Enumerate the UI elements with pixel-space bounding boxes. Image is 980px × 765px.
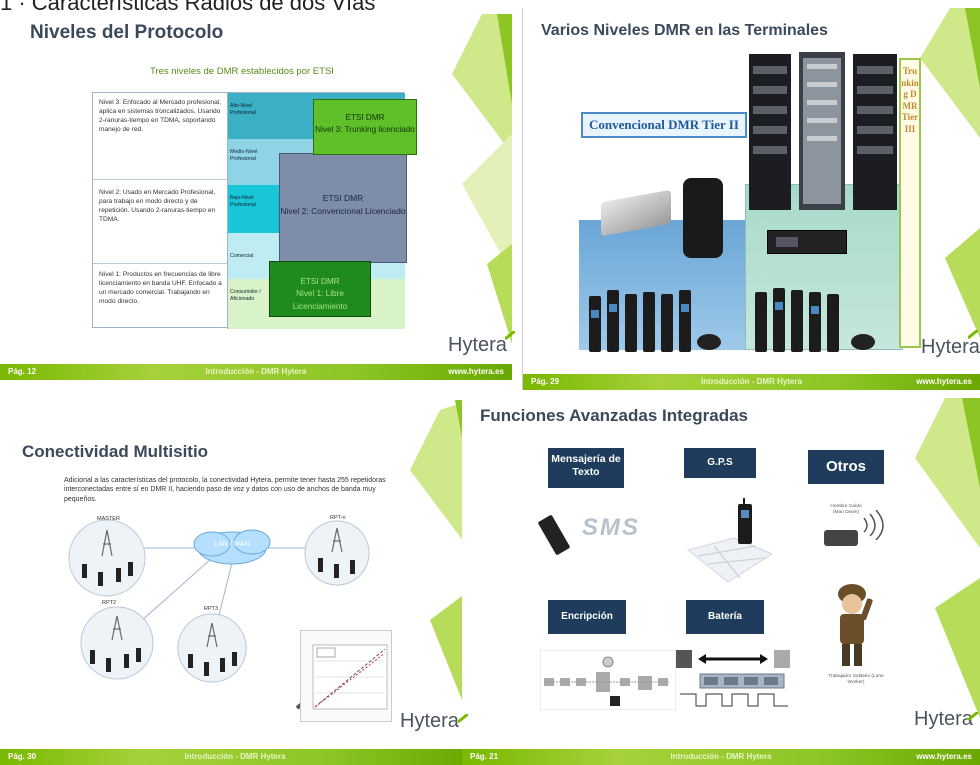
slide-footer: Pág. 21 Introducción - DMR Hytera www.hy… [462, 749, 980, 765]
slide-body: Adicional a las características del prot… [64, 477, 386, 503]
feature-gps-button: G.P.S [684, 448, 756, 478]
site-label: RPT3 [204, 606, 219, 612]
repeater-image [767, 230, 847, 254]
box-line: Nivel 3: Trunking licenciado [315, 125, 415, 135]
sms-illustration: SMS [537, 502, 662, 560]
slide-footer: Pág. 12 Introducción - DMR Hytera www.hy… [0, 364, 512, 380]
footer-url: www.hytera.es [916, 377, 972, 386]
box-line: Nivel 1: Libre Licenciamiento [292, 289, 348, 311]
footer-url: www.hytera.es [448, 367, 504, 376]
etsi-level2-box: ETSI DMR Nivel 2: Convencional Licenciad… [279, 153, 407, 263]
hytera-logo-mark [505, 331, 515, 341]
slide-subtitle: Tres niveles de DMR establecidos por ETS… [150, 66, 334, 77]
protocol-diagram: Nivel 3: Enfocado al Mercado profesional… [92, 92, 417, 329]
slide-conectividad-multisitio: Conectividad Multisitio Adicional a las … [0, 390, 470, 765]
trunking-area [745, 184, 903, 350]
multisite-network-diagram [68, 519, 370, 710]
page-number: Pág. 30 [8, 752, 37, 761]
feature-encryption-button: Encripción [548, 600, 626, 634]
divider [93, 263, 227, 264]
tier-label: Alto-Nivel Profesional [230, 103, 256, 116]
hytera-logo-mark [458, 714, 468, 724]
slide-footer: Pág. 29 Introducción - DMR Hytera www.hy… [523, 374, 980, 390]
hytera-logo: Hytera [400, 710, 459, 732]
signal-waves-icon [863, 510, 884, 540]
feature-sms-button: Mensajería de Texto [548, 448, 624, 488]
slide-title: Varios Niveles DMR en las Terminales [541, 22, 828, 39]
hytera-logo-mark [968, 712, 978, 722]
site-label: RPT-n [330, 515, 346, 521]
green-swoosh-decoration [410, 400, 470, 720]
backpack-radio-image [683, 178, 723, 258]
etsi-level1-box: ETSI DMR Nivel 1: Libre Licenciamiento [269, 261, 371, 317]
divider [227, 93, 228, 329]
level3-description: Nivel 3: Enfocado al Mercado profesional… [99, 99, 222, 133]
conventional-label: Convencional DMR Tier II [581, 112, 747, 138]
box-line: Nivel 2: Convencional Licenciado [280, 205, 406, 216]
feature-battery-button: Batería [686, 600, 764, 634]
footer-center: Introducción - DMR Hytera [205, 367, 307, 376]
site-label: RPT2 [102, 600, 117, 606]
divider [93, 179, 227, 180]
level1-description: Nivel 1: Productos en frecuencias de lib… [99, 271, 222, 305]
hytera-logo-mark [968, 330, 978, 340]
site-label: MASTER [97, 516, 120, 522]
box-line: ETSI DMR [345, 113, 385, 122]
lone-worker-figure [838, 584, 873, 666]
slide-varios-niveles: Varios Niveles DMR en las Terminales Con… [522, 8, 980, 390]
hytera-logo: Hytera [448, 334, 507, 356]
page-number: Pág. 12 [8, 367, 37, 376]
etsi-level3-box: ETSI DMR Nivel 3: Trunking licenciado [313, 99, 417, 155]
tier-label: Comercial [230, 253, 254, 259]
tier-label: Medio-Nivel Profesional [230, 149, 258, 162]
page-number: Pág. 29 [531, 377, 560, 386]
slide-title: Funciones Avanzadas Integradas [480, 406, 748, 425]
footer-url: www.hytera.es [916, 752, 972, 761]
encryption-flow-illustration [540, 650, 676, 710]
tier-label: Bajo-Nivel Profesional [230, 195, 256, 208]
slide-funciones-avanzadas: Funciones Avanzadas Integradas Mensajerí… [462, 398, 980, 765]
page-number: Pág. 21 [470, 752, 499, 761]
cloud-label: LAN / WAN [214, 541, 250, 548]
box-line: ETSI DMR [322, 193, 364, 203]
hytera-logo: Hytera [914, 708, 973, 730]
box-line: ETSI DMR [300, 277, 340, 286]
slide-footer: Pág. 30 Introducción - DMR Hytera [0, 749, 470, 765]
gps-map-illustration [686, 498, 774, 583]
handheld-radio-icon [537, 514, 571, 556]
green-swoosh-decoration [452, 14, 512, 344]
footer-center: Introducción - DMR Hytera [701, 377, 802, 386]
tier-label: Consumidor / Aficionado [230, 289, 261, 302]
lone-worker-label: Trabajador Solitario (Lone Worker) [828, 674, 884, 686]
footer-center: Introducción - DMR Hytera [670, 752, 772, 761]
trunking-label: Trunking DMR Tier III [899, 58, 921, 348]
battery-illustration [676, 650, 790, 707]
slide-title: Niveles del Protocolo [30, 22, 224, 43]
sms-text: SMS [582, 514, 641, 541]
chart-thumbnail-graphic [312, 644, 388, 710]
footer-center: Introducción - DMR Hytera [184, 752, 286, 761]
feature-otros-button: Otros [808, 450, 884, 484]
man-down-device-icon [824, 530, 858, 546]
handheld-radios-image [589, 288, 875, 352]
top-cut-caption: 1 · Características Radios de dos Vías [0, 0, 376, 15]
bandwidth-chart-thumbnail [300, 630, 392, 722]
man-down-label: Hombre Caído (Man Down) [830, 504, 862, 516]
slide-niveles-protocolo: Niveles del Protocolo Tres niveles de DM… [0, 14, 512, 380]
level2-description: Nivel 2: Usado en Mercado Profesional, p… [99, 189, 216, 223]
slide-title: Conectividad Multisitio [22, 442, 209, 461]
server-racks-image [749, 52, 897, 210]
hytera-logo: Hytera [921, 336, 980, 358]
